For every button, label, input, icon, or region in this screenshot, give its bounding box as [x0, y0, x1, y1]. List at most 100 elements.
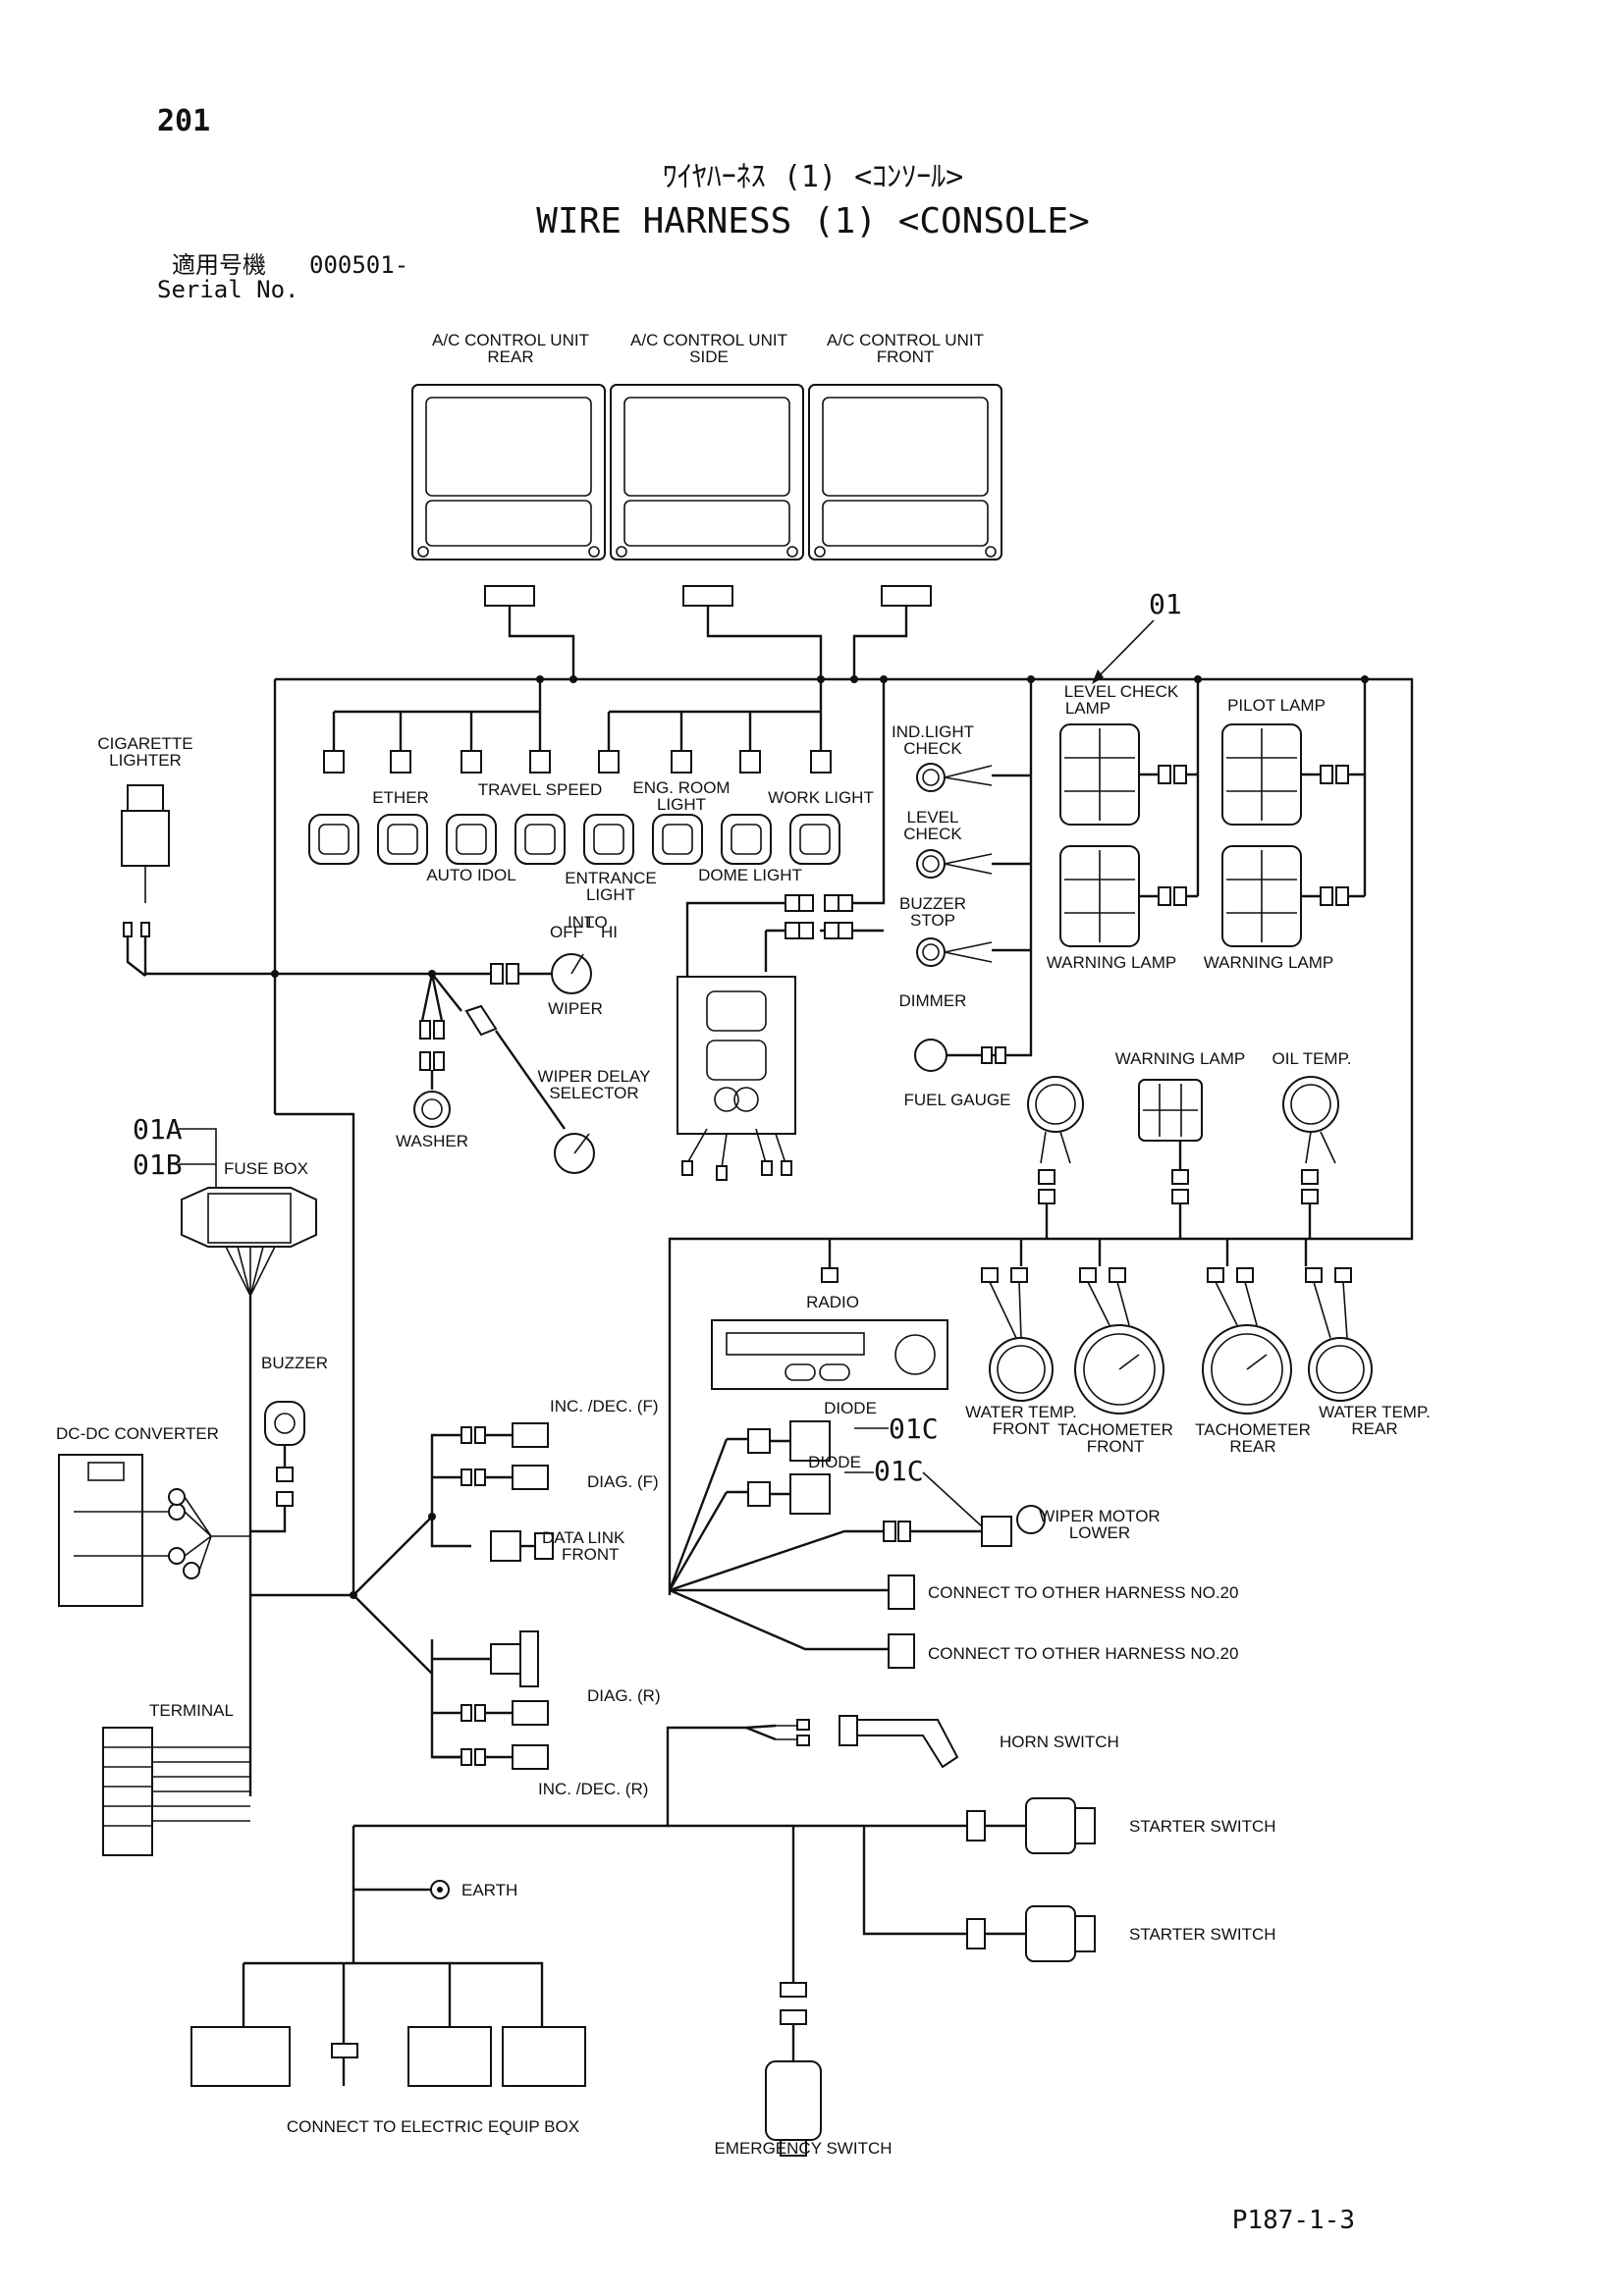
- label-travel-speed: TRAVEL SPEED: [478, 780, 603, 799]
- lamp-clusters: [1059, 679, 1367, 947]
- horn-starter: [353, 1715, 1096, 1962]
- callout-01a: 01A: [133, 1113, 183, 1146]
- label-buzzer-stop-1: BUZZER: [899, 894, 966, 913]
- diodes: [668, 1420, 831, 1591]
- label-work-light: WORK LIGHT: [768, 788, 874, 807]
- ac-side-label-1: A/C CONTROL UNIT: [630, 331, 787, 349]
- serial-value: 000501-: [309, 251, 408, 279]
- radio: [711, 1239, 948, 1390]
- earth: [352, 1826, 450, 1963]
- ac-rear-label-1: A/C CONTROL UNIT: [432, 331, 589, 349]
- label-starter-1: STARTER SWITCH: [1129, 1817, 1276, 1836]
- svg-text:LO: LO: [585, 913, 608, 932]
- serial-label-jp: 適用号機: [172, 251, 266, 279]
- label-connect-electric: CONNECT TO ELECTRIC EQUIP BOX: [287, 2117, 579, 2136]
- callout-01c-2: 01C: [874, 1455, 924, 1487]
- label-level-check-lamp-2: LAMP: [1065, 699, 1110, 718]
- label-data-link-2: FRONT: [562, 1545, 620, 1564]
- cigarette-lighter: [121, 784, 170, 977]
- label-eng-room-1: ENG. ROOM: [632, 778, 730, 797]
- label-fuse-box: FUSE BOX: [224, 1159, 308, 1178]
- label-cigarette-2: LIGHTER: [109, 751, 182, 770]
- label-auto-idol: AUTO IDOL: [426, 866, 515, 884]
- callout-01c-1: 01C: [889, 1413, 939, 1445]
- label-emergency-switch: EMERGENCY SWITCH: [714, 2139, 892, 2158]
- label-water-temp-rear-1: WATER TEMP.: [1319, 1403, 1431, 1421]
- electric-equip-box: [190, 1961, 586, 2087]
- fuse-box: [181, 1187, 317, 1297]
- label-ind-light-2: CHECK: [903, 739, 962, 758]
- label-radio: RADIO: [806, 1293, 859, 1311]
- ac-front-label-1: A/C CONTROL UNIT: [827, 331, 984, 349]
- label-warning-lamp-3: WARNING LAMP: [1115, 1049, 1246, 1068]
- dc-dc-converter: [58, 1454, 250, 1607]
- svg-text:OFF: OFF: [550, 923, 583, 941]
- label-entrance-1: ENTRANCE: [565, 869, 657, 887]
- lever-switch-assembly: [677, 679, 886, 1181]
- label-dome-light: DOME LIGHT: [698, 866, 802, 884]
- console-switch-row: [308, 814, 840, 865]
- label-water-temp-front-1: WATER TEMP.: [965, 1403, 1077, 1421]
- label-buzzer-stop-2: STOP: [910, 911, 955, 930]
- label-dimmer: DIMMER: [899, 991, 967, 1010]
- label-wiper-delay-1: WIPER DELAY: [538, 1067, 651, 1086]
- label-earth: EARTH: [461, 1881, 517, 1899]
- svg-text:INT: INT: [568, 913, 594, 932]
- rear-diag-connectors: [432, 1630, 549, 1770]
- label-tacho-rear-1: TACHOMETER: [1195, 1420, 1311, 1439]
- label-eng-room-2: LIGHT: [657, 795, 706, 814]
- label-warning-lamp-1: WARNING LAMP: [1047, 953, 1177, 972]
- upper-gauges: [1027, 1076, 1339, 1239]
- label-data-link-1: DATA LINK: [542, 1528, 625, 1547]
- buzzer: [250, 1401, 305, 1533]
- page-number: 201: [157, 104, 210, 138]
- label-wiper-delay-2: SELECTOR: [549, 1084, 638, 1102]
- label-fuel-gauge: FUEL GAUGE: [904, 1091, 1011, 1109]
- callout-01b: 01B: [133, 1148, 183, 1181]
- label-water-temp-front-2: FRONT: [993, 1419, 1051, 1438]
- label-starter-2: STARTER SWITCH: [1129, 1925, 1276, 1944]
- emergency-switch: [765, 1826, 822, 2157]
- ac-control-unit-front: A/C CONTROL UNIT FRONT: [808, 331, 1002, 561]
- label-diag-r: DIAG. (R): [587, 1686, 661, 1705]
- label-wiper: WIPER: [548, 999, 603, 1018]
- label-washer: WASHER: [396, 1132, 468, 1150]
- label-wiper-motor-1: WIPER MOTOR: [1039, 1507, 1160, 1525]
- label-diode-2: DIODE: [808, 1453, 861, 1471]
- indicator-switches: [914, 679, 1033, 1072]
- label-diag-f: DIAG. (F): [587, 1472, 659, 1491]
- label-inc-dec-r: INC. /DEC. (R): [538, 1780, 648, 1798]
- label-inc-dec-f: INC. /DEC. (F): [550, 1397, 659, 1415]
- ac-side-label-2: SIDE: [689, 347, 729, 366]
- label-pilot-lamp: PILOT LAMP: [1227, 696, 1326, 715]
- ac-control-unit-side: A/C CONTROL UNIT SIDE: [610, 331, 804, 561]
- wiper-delay-selector: [431, 973, 595, 1174]
- serial-label-en: Serial No.: [157, 276, 299, 303]
- ac-front-label-2: FRONT: [877, 347, 935, 366]
- label-level-1: LEVEL: [907, 808, 959, 827]
- connect-other-harness: [669, 1575, 915, 1669]
- label-tacho-front-2: FRONT: [1087, 1437, 1145, 1456]
- ac-control-unit-rear: A/C CONTROL UNIT REAR: [411, 331, 606, 561]
- label-wiper-motor-2: LOWER: [1069, 1523, 1130, 1542]
- label-terminal: TERMINAL: [149, 1701, 234, 1720]
- label-connect-other-1: CONNECT TO OTHER HARNESS NO.20: [928, 1583, 1238, 1602]
- lower-gauges: [981, 1239, 1373, 1415]
- label-horn-switch: HORN SWITCH: [1000, 1733, 1119, 1751]
- label-ind-light-1: IND.LIGHT: [892, 722, 974, 741]
- title-japanese: ﾜｲﾔﾊｰﾈｽ (1) <ｺﾝｿｰﾙ>: [663, 160, 963, 194]
- title-english: WIRE HARNESS (1) <CONSOLE>: [536, 201, 1090, 241]
- label-warning-lamp-2: WARNING LAMP: [1204, 953, 1334, 972]
- ac-rear-label-2: REAR: [487, 347, 533, 366]
- label-level-check-lamp-1: LEVEL CHECK: [1064, 682, 1179, 701]
- terminal-block: [102, 1727, 250, 1856]
- washer: [413, 973, 451, 1128]
- label-tacho-front-1: TACHOMETER: [1057, 1420, 1173, 1439]
- label-tacho-rear-2: REAR: [1229, 1437, 1275, 1456]
- main-harness: [273, 675, 1414, 1595]
- label-level-2: CHECK: [903, 825, 962, 843]
- wiper-motor-lower: [669, 1471, 1046, 1592]
- label-entrance-2: LIGHT: [586, 885, 635, 904]
- label-cigarette-1: CIGARETTE: [97, 734, 192, 753]
